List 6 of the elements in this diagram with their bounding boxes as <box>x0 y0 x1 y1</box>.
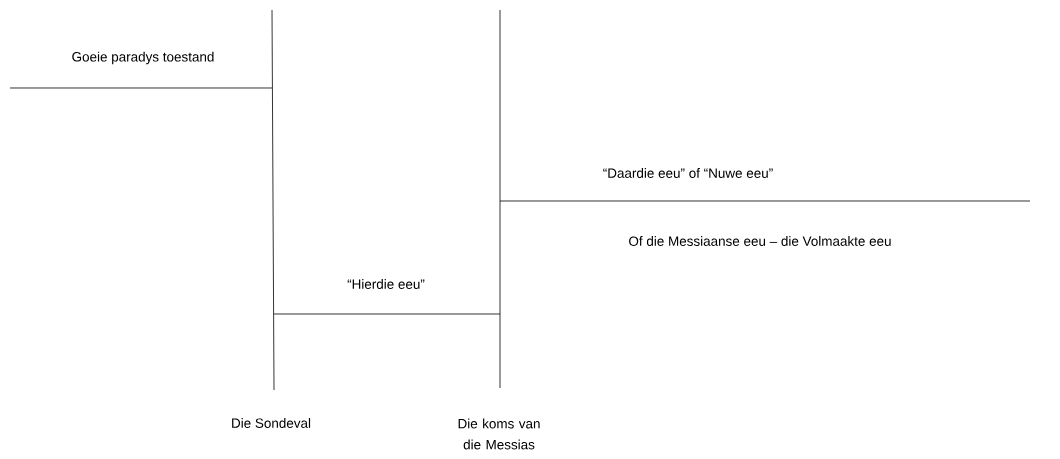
text-label: Die Sondeval <box>232 418 311 428</box>
text-label: “Daardie eeu” of “Nuwe eeu” <box>603 168 773 178</box>
text-label: “Hierdie eeu” <box>347 279 425 289</box>
text-label: Goeie paradys toestand <box>72 51 214 65</box>
text-label: Of die Messiaanse eeu – die Volmaakte eeu <box>629 236 891 246</box>
text-label: Die koms van die Messias <box>458 418 540 450</box>
